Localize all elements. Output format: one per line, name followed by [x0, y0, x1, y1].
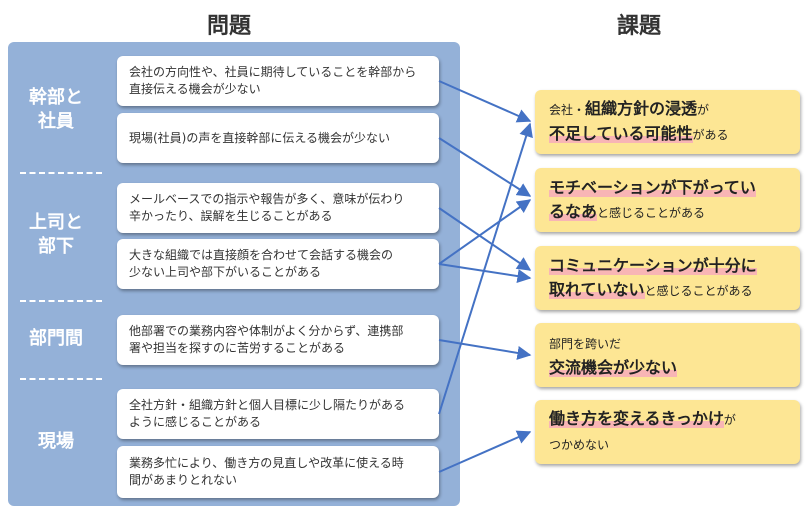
group-label-line: 上司と [29, 212, 83, 233]
issue-text: が [697, 103, 710, 117]
group-label-line: 社員 [38, 111, 74, 132]
issue-box-cross-department: 部門を跨いだ 交流機会が少ない [535, 323, 800, 387]
arrow-connector [438, 207, 532, 271]
issue-text: と感じることがある [644, 283, 753, 298]
issue-text-bold: モチベーションが下がってい [549, 177, 756, 197]
problem-box: 全社方針・組織方針と個人目標に少し隔たりがあるように感じることがある [117, 389, 439, 439]
problem-text: ように感じることがある [129, 415, 262, 429]
problem-text: 直接伝える機会が少ない [129, 82, 261, 96]
problem-box: 現場(社員)の声を直接幹部に伝える機会が少ない [117, 113, 439, 163]
problem-box: 業務多忙により、働き方の見直しや改革に使える時間があまりとれない [117, 446, 439, 498]
problem-box: メールベースでの指示や報告が多く、意味が伝わり辛かったり、誤解を生じることがある [117, 183, 439, 233]
issues-heading: 課題 [616, 14, 661, 39]
group-label-line: 部下 [38, 236, 74, 257]
group-label-line: 部門間 [29, 328, 83, 349]
arrow-connector [438, 199, 532, 265]
issue-text: 会社・ [549, 103, 586, 117]
issue-box-work-style: 働き方を変えるきっかけが つかめない [535, 400, 800, 464]
arrow-connector [438, 122, 533, 415]
issue-box-communication: コミュニケーションが十分に 取れていないと感じることがある [535, 246, 800, 310]
group-label-line: 現場 [38, 431, 74, 452]
problem-text: 現場(社員)の声を直接幹部に伝える機会が少ない [129, 130, 391, 145]
issue-text: と感じることがある [597, 205, 706, 220]
arrow-connector [438, 430, 532, 473]
group-label-executives-employees: 幹部と 社員 [8, 86, 104, 134]
group-label-field: 現場 [8, 430, 104, 454]
issue-text-bold: 組織方針の浸透 [585, 99, 698, 118]
arrow-connector [438, 80, 532, 123]
problem-text: 会社の方向性や、社員に期待していることを幹部から [129, 65, 417, 79]
issue-text-bold: 交流機会が少ない [549, 357, 678, 377]
problem-text: 他部署での業務内容や体制がよく分からず、連携部 [129, 324, 404, 338]
problem-text: 署や担当を探すのに苦労することがある [129, 341, 346, 355]
problem-box: 会社の方向性や、社員に期待していることを幹部から直接伝える機会が少ない [117, 56, 439, 106]
group-divider [20, 172, 102, 174]
issue-text-bold: 不足している可能性 [549, 124, 693, 143]
issue-text-bold: 取れていない [549, 279, 645, 299]
issue-text: 部門を跨いだ [549, 336, 622, 351]
arrow-connector [438, 339, 532, 360]
issue-text: つかめない [549, 438, 610, 452]
problem-text: 少ない上司や部下がいることがある [129, 265, 322, 279]
problems-heading: 問題 [206, 14, 251, 39]
issue-text-bold: るなあ [549, 201, 598, 221]
issue-text: が [723, 413, 736, 427]
issue-text-bold: コミュニケーションが十分に [549, 255, 757, 275]
issue-box-policy-penetration: 会社・組織方針の浸透が 不足している可能性がある [535, 90, 800, 154]
problem-text: 大きな組織では直接顔を合わせて会話する機会の [129, 248, 394, 262]
issue-box-motivation: モチベーションが下がってい るなあと感じることがある [535, 168, 800, 232]
problem-text: 間があまりとれない [129, 473, 238, 487]
group-divider [20, 378, 102, 380]
problem-text: 全社方針・組織方針と個人目標に少し隔たりがある [129, 398, 406, 412]
group-label-line: 幹部と [29, 87, 83, 108]
issue-text: がある [692, 128, 729, 142]
group-label-boss-subordinate: 上司と 部下 [8, 211, 104, 259]
problem-text: 業務多忙により、働き方の見直しや改革に使える時 [129, 456, 404, 470]
group-divider [20, 300, 102, 302]
group-label-departments: 部門間 [8, 327, 104, 351]
arrow-connector [438, 137, 532, 197]
problem-text: メールベースでの指示や報告が多く、意味が伝わり [129, 192, 405, 206]
problem-text: 辛かったり、誤解を生じることがある [129, 209, 333, 223]
problem-box: 大きな組織では直接顔を合わせて会話する機会の少ない上司や部下がいることがある [117, 239, 439, 289]
issue-text-bold: 働き方を変えるきっかけ [549, 409, 724, 428]
problem-box: 他部署での業務内容や体制がよく分からず、連携部署や担当を探すのに苦労することがあ… [117, 315, 439, 365]
